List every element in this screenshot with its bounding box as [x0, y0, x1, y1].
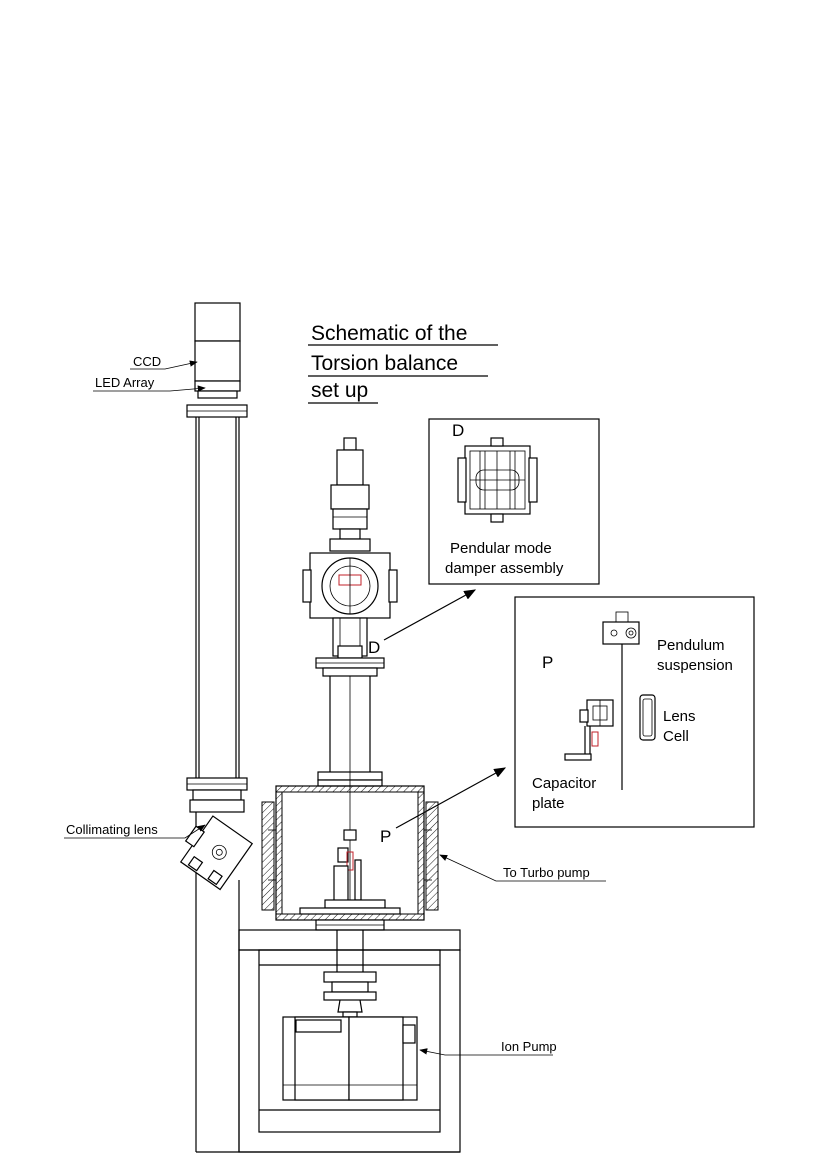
support-frame [196, 929, 461, 1153]
lens-cell-line-2: Cell [663, 728, 689, 745]
ion-pump-label: Ion Pump [501, 1039, 557, 1054]
led-array-label: LED Array [95, 375, 155, 390]
upper-column [302, 437, 398, 830]
title-line-1: Schematic of the [311, 322, 467, 345]
damper-caption-line-1: Pendular mode [450, 540, 552, 557]
capacitor-plate-drawing [564, 699, 614, 761]
marker-d-label: D [368, 638, 380, 657]
label-collimating-lens: Collimating lens [64, 822, 206, 839]
arrow-to-inset-d [383, 589, 477, 641]
to-turbo-pump-label: To Turbo pump [503, 865, 590, 880]
inset-damper-marker: D [452, 421, 464, 440]
callout-d: D [368, 589, 477, 657]
title-line-2: Torsion balance [311, 352, 458, 375]
pendulum-suspension-drawing [602, 611, 640, 790]
pendulum-suspension-line-2: suspension [657, 657, 733, 674]
lens-cell-drawing [639, 694, 656, 741]
title-block: Schematic of the Torsion balance set up [308, 322, 498, 404]
label-ccd: CCD [130, 354, 198, 370]
damper-caption-line-2: damper assembly [445, 560, 564, 577]
vacuum-chamber [261, 785, 439, 931]
lens-cell-line-1: Lens [663, 708, 696, 725]
led-array-body [194, 380, 241, 392]
ccd-camera [194, 340, 241, 382]
collimating-lens-assembly [179, 815, 254, 891]
inset-pendulum-marker: P [542, 653, 553, 672]
callout-p: P [380, 767, 507, 846]
inset-damper-frame [428, 418, 600, 585]
collimating-lens-label: Collimating lens [66, 822, 158, 837]
ccd-label: CCD [133, 354, 161, 369]
label-ion-pump: Ion Pump [419, 1039, 557, 1056]
optical-column [186, 302, 248, 1152]
pendulum-suspension-line-1: Pendulum [657, 637, 725, 654]
arrow-to-inset-p [395, 767, 507, 829]
title-line-3: set up [311, 379, 368, 402]
marker-p-label: P [380, 827, 391, 846]
ccd-top-block [194, 302, 241, 342]
inset-damper: D Pendular mode damper assembly [428, 418, 600, 585]
capacitor-plate-line-1: Capacitor [532, 775, 596, 792]
inset-pendulum-frame [514, 596, 755, 828]
inset-pendulum: P Pendulum suspension Lens Cell Capaci [514, 596, 755, 828]
label-led-array: LED Array [93, 375, 206, 392]
ion-pump [282, 1016, 418, 1101]
label-to-turbo-pump: To Turbo pump [439, 854, 606, 882]
capacitor-plate-line-2: plate [532, 795, 565, 812]
damper-drawing [457, 437, 538, 523]
